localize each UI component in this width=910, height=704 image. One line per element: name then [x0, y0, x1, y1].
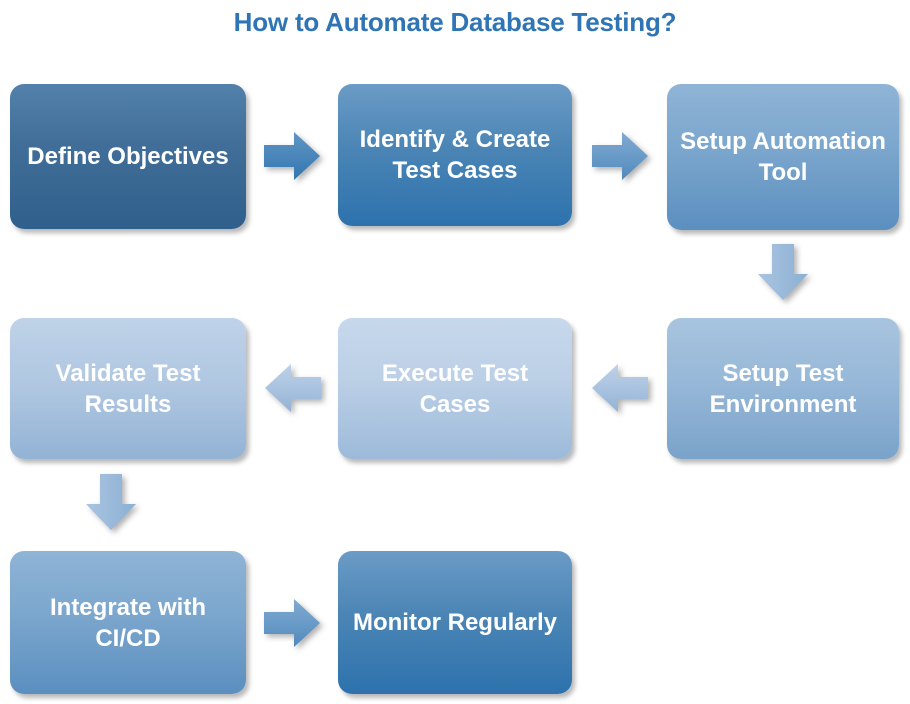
step-label: Execute Test Cases [381, 359, 529, 418]
page-title: How to Automate Database Testing? [233, 7, 677, 37]
step-box-execute-test-cases[interactable]: Execute Test Cases [338, 318, 572, 459]
step-box-setup-test-environment[interactable]: Setup Test Environment [667, 318, 899, 459]
step-box-identify-create-test-cases[interactable]: Identify & Create Test Cases [338, 84, 572, 226]
arrow-right-step7-step8 [264, 598, 320, 648]
arrow-down-step6-step7 [85, 474, 137, 530]
arrow-right-step2-step3 [592, 131, 648, 181]
step-label: Define Objectives [27, 143, 229, 170]
step-label: Setup Test Environment [709, 359, 857, 418]
arrow-left-step4-step5 [592, 363, 648, 413]
step-label: Monitor Regularly [352, 609, 557, 636]
step-box-setup-automation-tool[interactable]: Setup Automation Tool [667, 84, 899, 230]
arrow-left-step5-step6 [265, 363, 321, 413]
step-box-integrate-with-cicd[interactable]: Integrate with CI/CD [10, 551, 246, 694]
step-box-monitor-regularly[interactable]: Monitor Regularly [338, 551, 572, 694]
arrow-down-step3-step4 [757, 244, 809, 300]
step-label: Integrate with CI/CD [49, 593, 206, 652]
step-label: Setup Automation Tool [680, 128, 886, 186]
step-label: Identify & Create Test Cases [359, 126, 551, 184]
arrow-right-step1-step2 [264, 131, 320, 181]
step-box-validate-test-results[interactable]: Validate Test Results [10, 318, 246, 459]
step-label: Validate Test Results [55, 359, 201, 418]
step-box-define-objectives[interactable]: Define Objectives [10, 84, 246, 229]
